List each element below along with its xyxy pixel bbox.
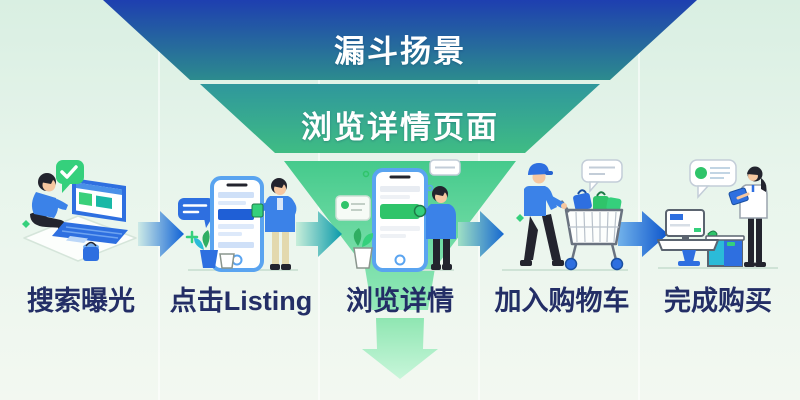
funnel-tier2-title: 浏览详情页面 (301, 110, 499, 145)
funnel-down-arrow-icon (362, 318, 438, 379)
funnel-tier1-title: 漏斗扬景 (334, 34, 466, 69)
stage-label-complete-purchase: 完成购买 (664, 286, 772, 316)
person-tapping-phone-illustration (178, 176, 298, 272)
person-laptop-search-illustration (22, 160, 137, 262)
column-divider (158, 0, 160, 400)
flow-arrow-4-icon (618, 211, 668, 257)
person-shopping-cart-illustration (502, 159, 628, 271)
flow-arrow-3-icon (458, 211, 504, 257)
stage-label-click-listing: 点击Listing (169, 286, 313, 316)
stage-label-search-exposure: 搜索曝光 (27, 286, 135, 316)
checkout-counter-illustration (657, 159, 778, 269)
flow-arrow-1-icon (138, 211, 184, 257)
stage-label-add-to-cart: 加入购物车 (494, 286, 630, 316)
person-browsing-phone-illustration (335, 159, 461, 272)
column-divider (638, 0, 640, 400)
stage-label-browse-detail: 浏览详情 (346, 286, 454, 316)
funnel-tier-2 (200, 84, 600, 153)
funnel-tier-1 (103, 0, 697, 80)
flow-arrow-2-icon (296, 211, 342, 257)
